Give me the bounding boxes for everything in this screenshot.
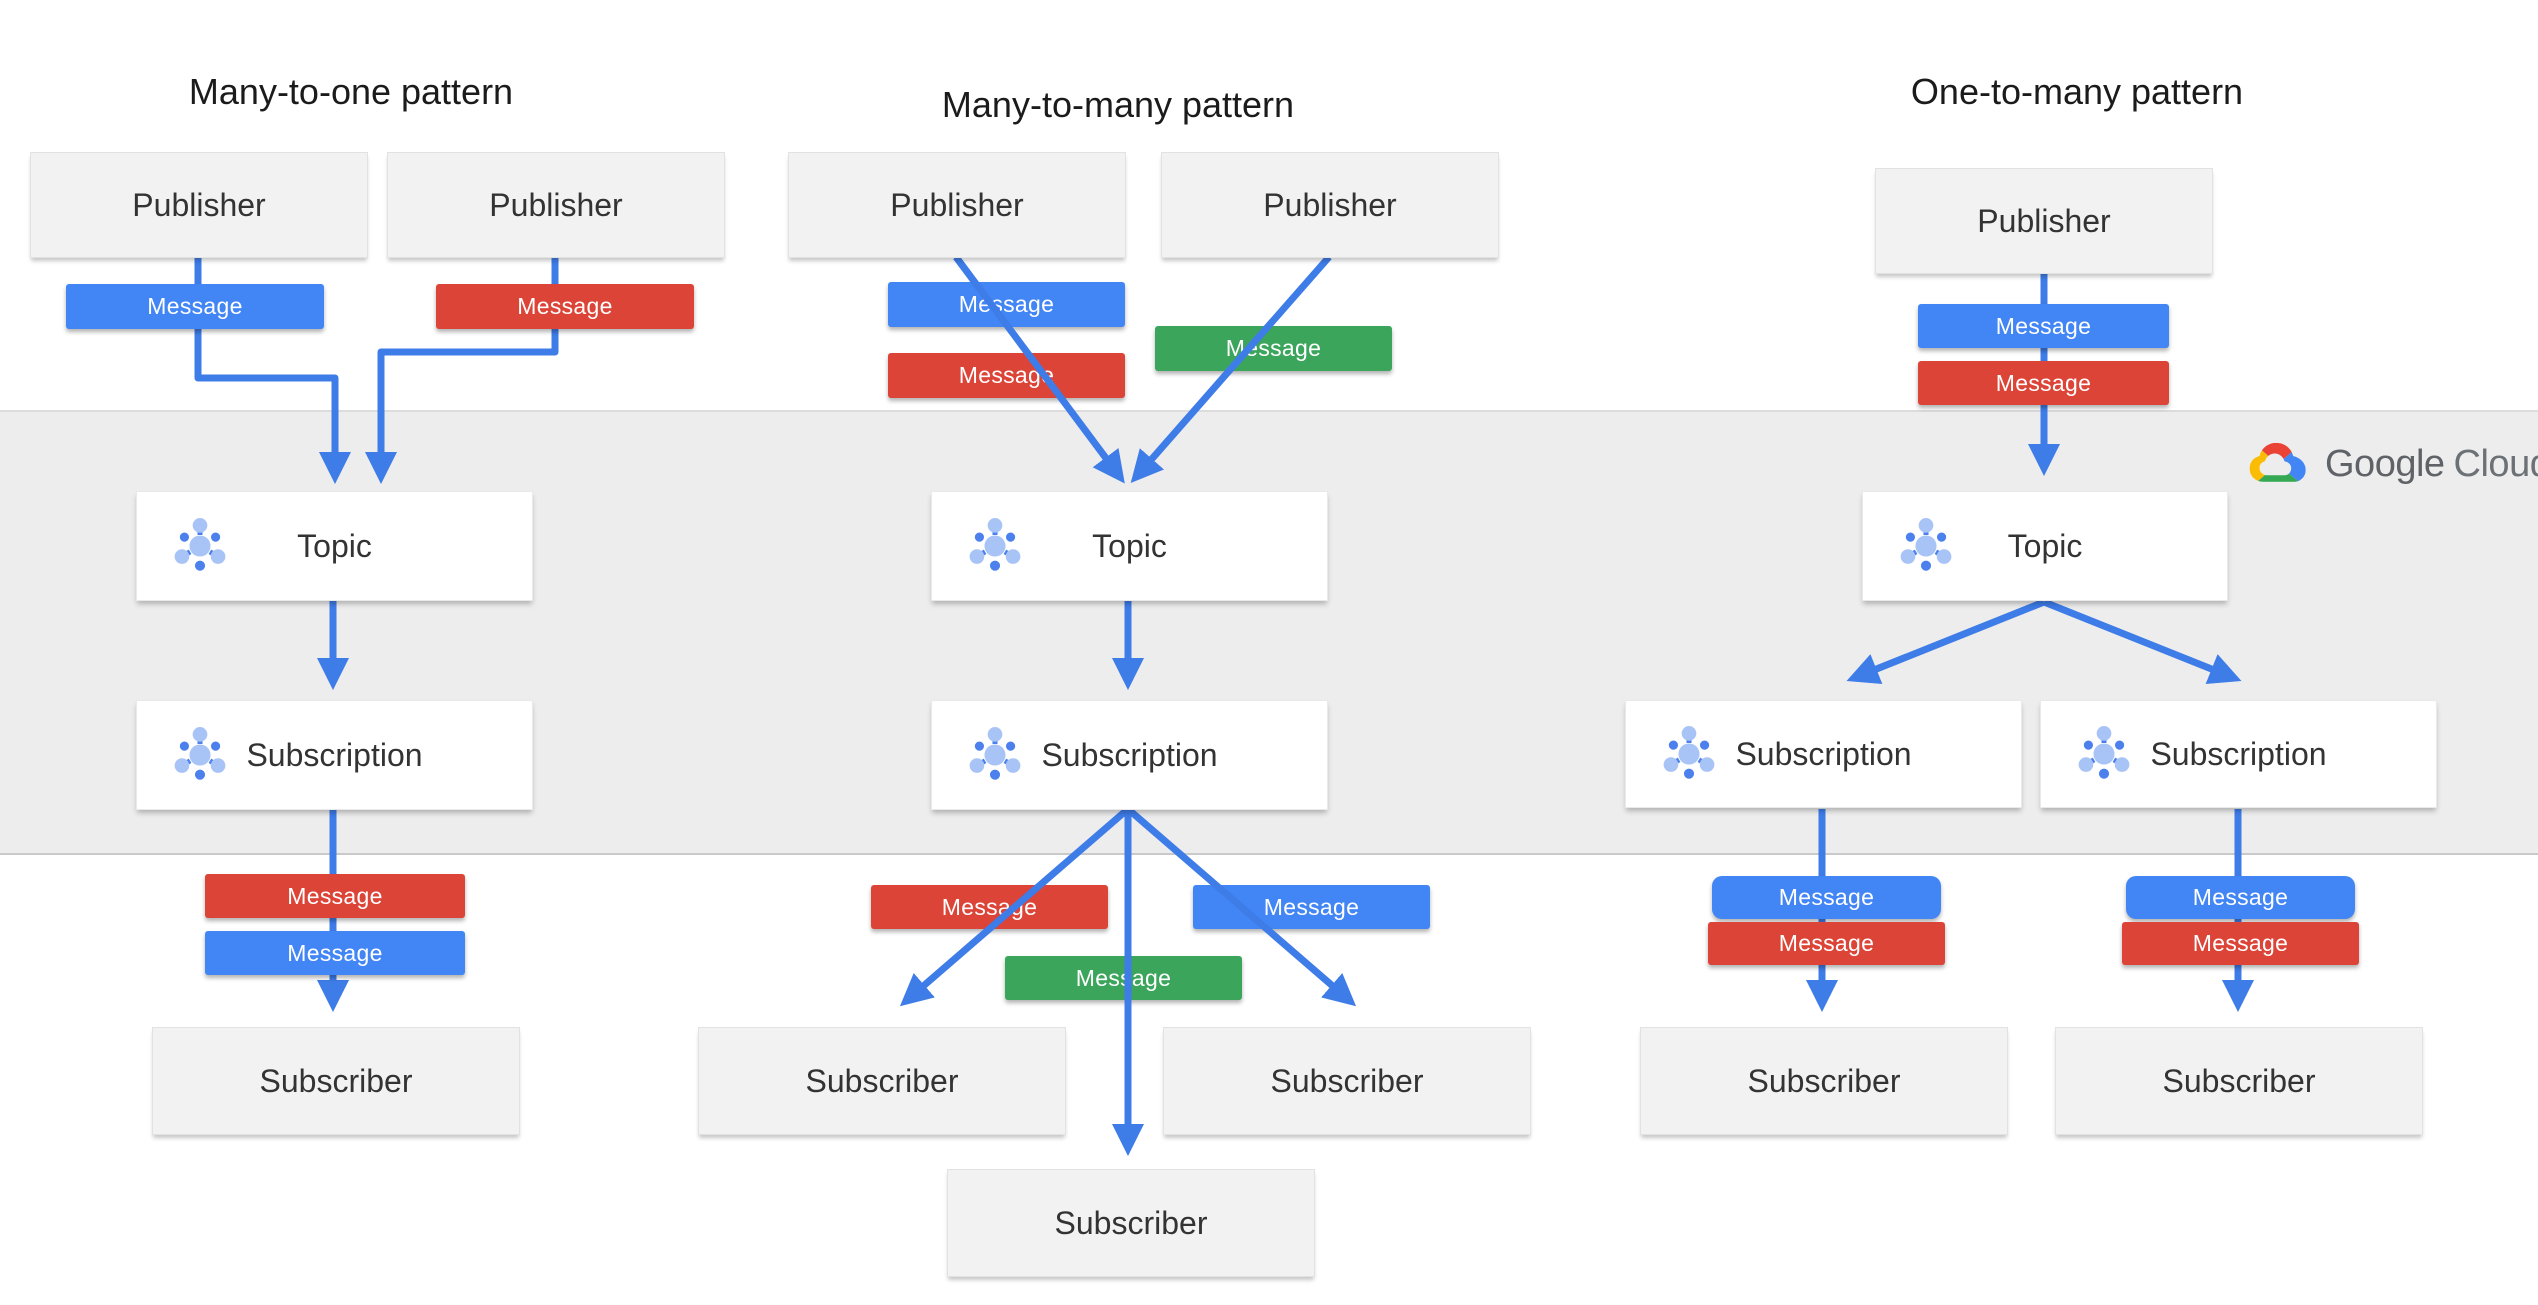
message-chip-green: Message xyxy=(1005,956,1242,1000)
subscriber-box: Subscriber xyxy=(698,1027,1066,1135)
pattern-title: Many-to-one pattern xyxy=(188,71,514,112)
subscription-box: Subscription xyxy=(2040,700,2437,808)
pubsub-topic-icon xyxy=(167,513,233,579)
message-chip-blue: Message xyxy=(1918,304,2169,348)
message-chip-red: Message xyxy=(871,885,1108,929)
google-cloud-wordmark: GoogleCloud xyxy=(2325,443,2538,486)
flow-arrow xyxy=(899,806,1131,1007)
message-chip-red: Message xyxy=(205,874,465,918)
subscription-box: Subscription xyxy=(136,700,533,810)
subscriber-box: Subscriber xyxy=(152,1027,520,1135)
pattern-title: One-to-many pattern xyxy=(1910,71,2244,112)
flow-arrow xyxy=(1125,806,1357,1007)
pattern-title: Many-to-many pattern xyxy=(941,84,1295,125)
pubsub-subscription-icon xyxy=(962,722,1028,788)
publisher-box: Publisher xyxy=(387,152,725,258)
flow-arrow xyxy=(1130,254,1332,484)
wordmark-cloud: Cloud xyxy=(2453,442,2538,485)
pubsub-subscription-icon xyxy=(2071,721,2137,787)
subscription-label: Subscription xyxy=(1735,735,1912,772)
pubsub-subscription-icon xyxy=(167,722,233,788)
message-chip-blue: Message xyxy=(2126,876,2355,919)
publisher-box: Publisher xyxy=(30,152,368,258)
flow-arrow xyxy=(953,254,1125,484)
message-chip-red: Message xyxy=(1918,361,2169,405)
pubsub-topic-icon xyxy=(1893,513,1959,579)
subscriber-box: Subscriber xyxy=(1640,1027,2008,1135)
pubsub-subscription-icon xyxy=(1656,721,1722,787)
subscriber-box: Subscriber xyxy=(1163,1027,1531,1135)
subscriber-box: Subscriber xyxy=(947,1169,1315,1277)
pubsub-topic-icon xyxy=(962,513,1028,579)
message-chip-red: Message xyxy=(436,284,694,329)
message-chip-red: Message xyxy=(1708,922,1945,965)
subscription-box: Subscription xyxy=(931,700,1328,810)
message-chip-blue: Message xyxy=(1712,876,1941,919)
topic-label: Topic xyxy=(1092,527,1167,564)
google-cloud-logo: GoogleCloud xyxy=(2245,438,2538,490)
publisher-box: Publisher xyxy=(1875,168,2213,274)
subscriber-box: Subscriber xyxy=(2055,1027,2423,1135)
topic-box: Topic xyxy=(136,491,533,601)
topic-box: Topic xyxy=(1862,491,2228,601)
subscription-label: Subscription xyxy=(246,736,423,773)
flow-arrow xyxy=(2042,598,2242,684)
flow-arrow xyxy=(1846,598,2046,684)
topic-box: Topic xyxy=(931,491,1328,601)
subscription-label: Subscription xyxy=(1041,736,1218,773)
message-chip-blue: Message xyxy=(1193,885,1430,929)
message-chip-blue: Message xyxy=(66,284,324,329)
google-cloud-logo-icon xyxy=(2249,442,2306,482)
message-chip-red: Message xyxy=(2122,922,2359,965)
subscription-box: Subscription xyxy=(1625,700,2022,808)
message-chip-blue: Message xyxy=(205,931,465,975)
topic-label: Topic xyxy=(297,527,372,564)
wordmark-google: Google xyxy=(2325,442,2445,485)
publisher-box: Publisher xyxy=(788,152,1126,258)
topic-label: Topic xyxy=(2007,527,2083,564)
subscription-label: Subscription xyxy=(2150,735,2327,772)
publisher-box: Publisher xyxy=(1161,152,1499,258)
message-chip-green: Message xyxy=(1155,326,1392,371)
